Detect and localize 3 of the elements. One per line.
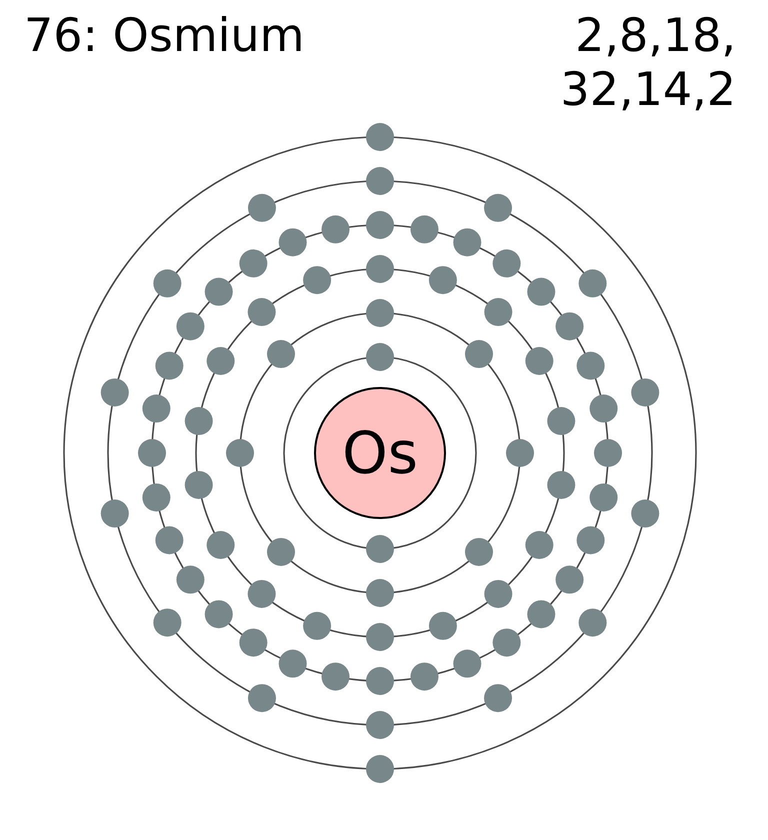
electron-configuration: 2,8,18, 32,14,2 [559,8,736,116]
title: 76: Osmium [24,8,304,62]
element-symbol: Os [342,420,418,486]
